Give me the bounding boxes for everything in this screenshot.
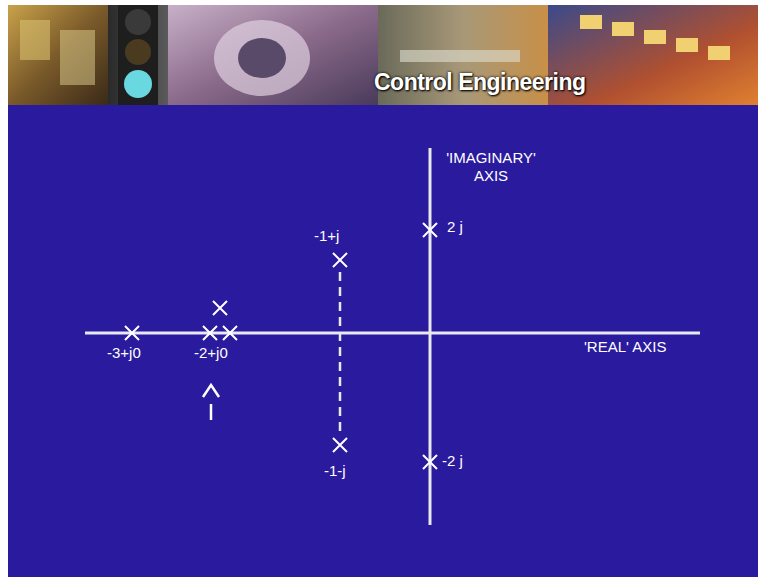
pole-value: -2 j [442,452,463,470]
axis-label: 'IMAGINARY' AXIS [436,149,546,185]
pole-value: -2+j0 [194,344,228,362]
pole-value: 2 j [447,218,463,236]
pole-value: -1+j [314,227,339,245]
axis-label: 'REAL' AXIS [584,338,666,356]
pole-value: -3+j0 [107,344,141,362]
banner-title: Control Engineering [374,69,586,97]
pole-value: -1-j [324,462,346,480]
